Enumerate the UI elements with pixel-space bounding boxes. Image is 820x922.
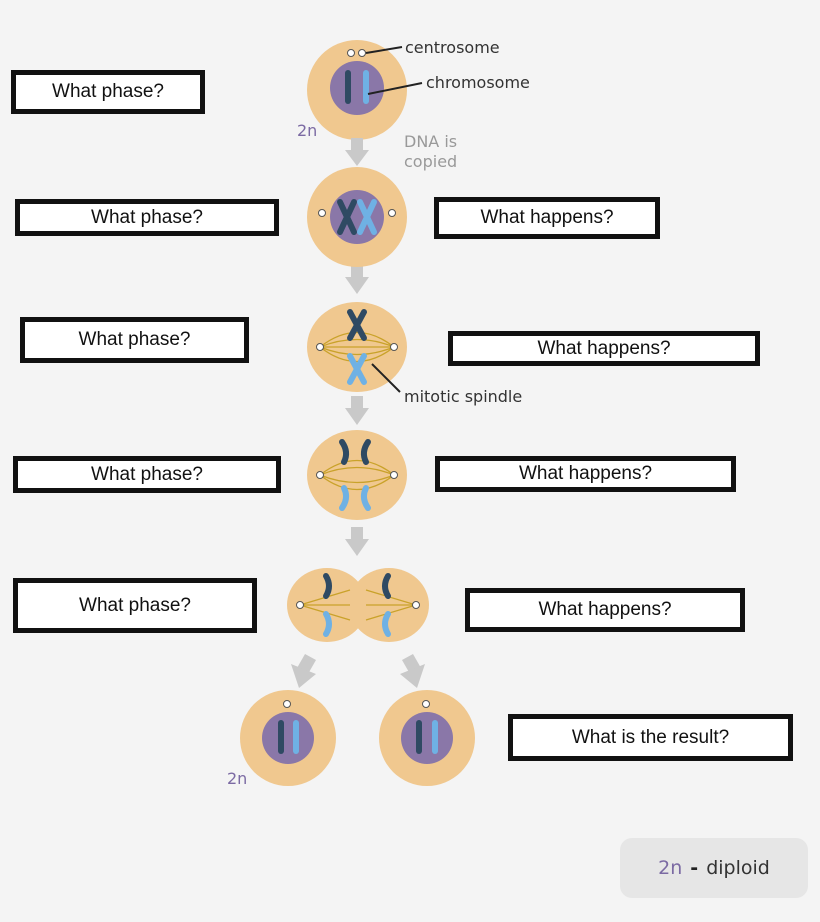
down-arrow-icon [345, 396, 369, 425]
question-box-phase-2[interactable]: What phase? [15, 199, 279, 236]
cell-stage-5 [287, 568, 429, 642]
chromosome-pointer [367, 82, 423, 95]
cell-stage-4 [307, 430, 407, 520]
cell-stage-2 [307, 167, 407, 267]
legend-separator: - [690, 857, 699, 879]
ploidy-label-bottom: 2n [227, 769, 247, 788]
legend-box: 2n - diploid [620, 838, 808, 898]
cell-stage-1 [307, 40, 407, 140]
daughter-cell-right [379, 690, 475, 786]
centrosome-pointer [365, 46, 403, 54]
ploidy-label-top: 2n [297, 121, 317, 140]
down-left-arrow-icon [291, 654, 316, 688]
question-box-phase-1[interactable]: What phase? [11, 70, 205, 114]
centrosome-label: centrosome [405, 38, 500, 57]
daughter-cell-left [240, 690, 336, 786]
cell-stage-3 [307, 302, 407, 392]
legend-meaning: diploid [706, 857, 770, 879]
down-arrow-icon [345, 138, 369, 166]
dna-copied-label-line2: copied [404, 152, 457, 171]
mitotic-spindle-pointer [371, 363, 401, 393]
question-box-result[interactable]: What is the result? [508, 714, 793, 761]
question-box-happens-4[interactable]: What happens? [435, 456, 736, 492]
down-right-arrow-icon [400, 654, 425, 688]
question-box-happens-3[interactable]: What happens? [448, 331, 760, 366]
legend-symbol: 2n [658, 857, 683, 879]
chromosome-label: chromosome [426, 73, 530, 92]
down-arrow-icon [345, 265, 369, 294]
mitotic-spindle-label: mitotic spindle [404, 387, 522, 406]
dna-copied-label-line1: DNA is [404, 132, 457, 151]
question-box-phase-5[interactable]: What phase? [13, 578, 257, 633]
question-box-happens-2[interactable]: What happens? [434, 197, 660, 239]
question-box-phase-3[interactable]: What phase? [20, 317, 249, 363]
question-box-phase-4[interactable]: What phase? [13, 456, 281, 493]
question-box-happens-5[interactable]: What happens? [465, 588, 745, 632]
down-arrow-icon [345, 527, 369, 556]
